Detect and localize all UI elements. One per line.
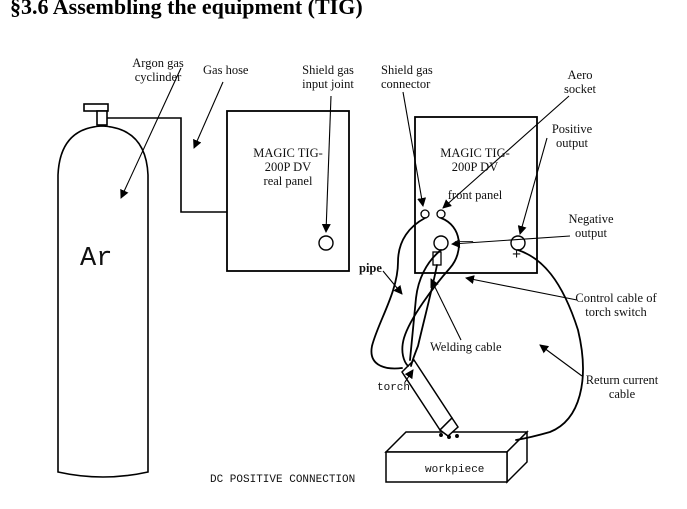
welding-cable-label: Welding cable <box>430 340 502 354</box>
rear-machine-label-line-2: 200P DV <box>264 160 312 174</box>
aero-socket-label-line-1: Aero <box>567 68 593 82</box>
argon-cylinder-label-line-1: Argon gas <box>132 56 184 70</box>
shield-gas-input-arrow <box>321 95 332 233</box>
argon-cylinder-label: Argon gas cyclinder <box>118 56 198 84</box>
control-cable-label-line-2: torch switch <box>585 305 647 319</box>
control-cable-label: Control cable of torch switch <box>566 291 666 319</box>
front-machine-label: MAGIC TIG- 200P DV front panel <box>425 146 525 202</box>
workpiece-label: workpiece <box>425 464 485 476</box>
positive-output-label: Positive output <box>540 122 604 150</box>
welding-cable-arrow <box>430 278 462 341</box>
front-machine-label-line-3: front panel <box>447 188 503 202</box>
return-cable-label-line-2: cable <box>608 387 636 401</box>
aero-socket-port <box>436 209 446 219</box>
argon-cylinder <box>57 103 149 478</box>
shield-gas-connector-arrow <box>402 91 427 207</box>
negative-output-label: Negative output <box>556 212 626 240</box>
argon-cylinder-label-line-2: cyclinder <box>134 70 182 84</box>
return-cable-label-line-1: Return current <box>585 373 659 387</box>
shield-gas-input-joint <box>318 235 334 251</box>
shield-gas-connector-label: Shield gas connector <box>381 63 433 91</box>
positive-output-arrow <box>517 137 548 235</box>
positive-output-label-line-2: output <box>556 136 588 150</box>
rear-machine-label-line-3: real panel <box>263 174 313 188</box>
aero-socket-arrow <box>442 95 570 209</box>
negative-output-label-line-2: output <box>575 226 607 240</box>
positive-output-label-line-1: Positive <box>551 122 593 136</box>
pipe-label: pipe <box>359 261 382 275</box>
front-machine-label-line-2: 200P DV <box>451 160 499 174</box>
shield-gas-input-label-line-2: input joint <box>302 77 354 91</box>
return-cable-label: Return current cable <box>572 373 672 401</box>
gas-hose-arrow <box>193 81 224 149</box>
shield-gas-connector-label-line-2: connector <box>381 77 431 91</box>
welding-torch <box>401 358 459 439</box>
control-cable-arrow <box>465 275 578 301</box>
aero-socket-label: Aero socket <box>548 68 612 96</box>
rear-machine-label: MAGIC TIG- 200P DV real panel <box>238 146 338 188</box>
negative-output-arrow <box>451 235 571 248</box>
shield-gas-input-label: Shield gas input joint <box>288 63 368 91</box>
gas-hose-label: Gas hose <box>203 63 249 77</box>
argon-arrow <box>120 67 182 199</box>
shield-gas-connector-port <box>420 209 430 219</box>
rear-machine-label-line-1: MAGIC TIG- <box>253 146 323 160</box>
plus-sign: + <box>512 246 522 263</box>
shield-gas-connector-label-line-1: Shield gas <box>381 63 433 77</box>
cable-bundle <box>370 217 584 441</box>
cylinder-text: Ar <box>80 244 113 274</box>
leader-arrows <box>120 67 583 383</box>
minus-sign: — <box>455 230 473 250</box>
torch-arrow <box>404 369 414 383</box>
negative-output-socket <box>433 235 449 251</box>
shield-gas-input-label-line-1: Shield gas <box>302 63 354 77</box>
negative-output-label-line-1: Negative <box>568 212 614 226</box>
torch-label: torch <box>377 382 411 394</box>
return-cable-arrow <box>539 344 583 377</box>
section-heading: §3.6 Assembling the equipment (TIG) <box>10 0 363 19</box>
control-cable-label-line-1: Control cable of <box>575 291 657 305</box>
connection-caption: DC POSITIVE CONNECTION <box>210 474 356 486</box>
pipe-arrow <box>382 270 403 295</box>
aero-socket-label-line-2: socket <box>564 82 596 96</box>
front-machine-label-line-1: MAGIC TIG- <box>440 146 510 160</box>
